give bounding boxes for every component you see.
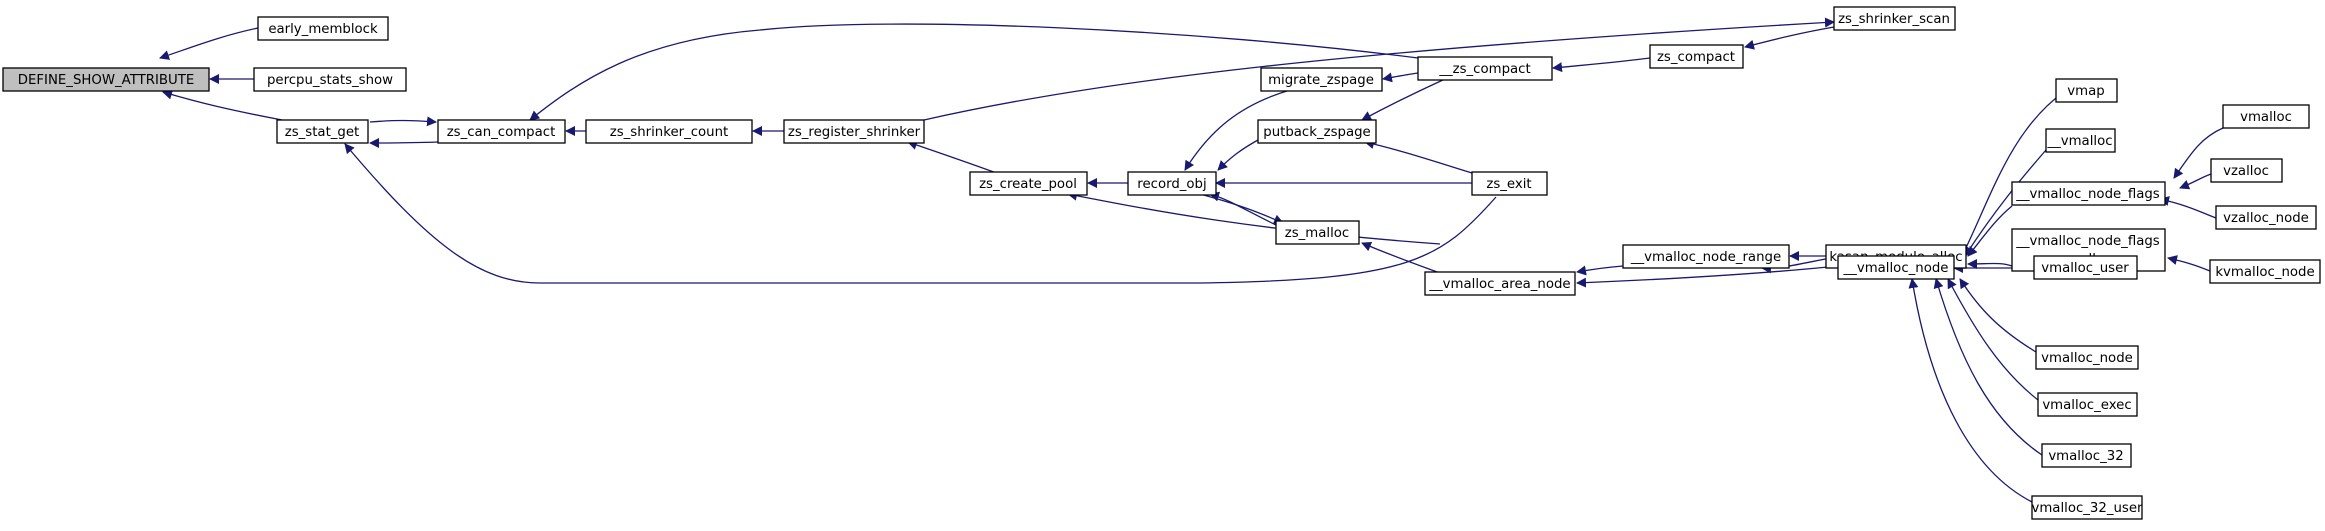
- svg-text:zs_compact: zs_compact: [1657, 50, 1735, 65]
- edge-vmalloc-to-vmalloc-node-flags: [2173, 127, 2224, 179]
- edge-kvmalloc-node-to-vmalloc-node-flags-caller: [2167, 255, 2211, 272]
- edge-vmalloc-area-node-to-zs-malloc: [1361, 241, 1441, 274]
- svg-text:putback_zspage: putback_zspage: [1263, 125, 1370, 140]
- edge-zs-create-pool-to-vmalloc-area-node: [1067, 190, 1441, 245]
- edge-vmalloc-32-user-to-vmalloc-node: [1908, 278, 2033, 503]
- edge-vzalloc-to-vmalloc-node-flags: [2179, 173, 2212, 190]
- svg-text:__vmalloc_area_node: __vmalloc_area_node: [1428, 277, 1570, 292]
- edge-vmalloc-node-to-vmalloc-area-node: [1576, 265, 1839, 288]
- svg-text:record_obj: record_obj: [1137, 177, 1206, 192]
- node-define-show-attribute[interactable]: DEFINE_SHOW_ATTRIBUTE: [2, 67, 210, 92]
- node-zs-compact[interactable]: zs_compact: [1649, 44, 1744, 69]
- svg-text:early_memblock: early_memblock: [268, 22, 378, 37]
- node-vzalloc-node[interactable]: vzalloc_node: [2215, 205, 2317, 230]
- edge-vmalloc-node-short-to-vmalloc-node: [1959, 278, 2037, 353]
- node-vmalloc[interactable]: vmalloc: [2222, 104, 2310, 129]
- node-vzalloc[interactable]: vzalloc: [2210, 158, 2283, 183]
- svg-text:percpu_stats_show: percpu_stats_show: [267, 73, 393, 88]
- svg-text:vmalloc_user: vmalloc_user: [2041, 261, 2129, 276]
- svg-text:vmalloc: vmalloc: [2240, 110, 2292, 125]
- node-migrate-zspage[interactable]: migrate_zspage: [1260, 67, 1383, 92]
- edge-vmalloc-32-to-vmalloc-node: [1933, 278, 2043, 456]
- node-vmalloc-32-user[interactable]: vmalloc_32_user: [2031, 495, 2143, 520]
- svg-text:__vmalloc: __vmalloc: [2046, 134, 2112, 149]
- node-vmalloc-node[interactable]: __vmalloc_node: [1837, 255, 1955, 280]
- node-vmap[interactable]: vmap: [2055, 78, 2118, 103]
- edge-vmalloc-node-flags-to-vmalloc-node: [1967, 205, 2013, 257]
- node-zs-compact-internal[interactable]: __zs_compact: [1417, 56, 1553, 81]
- node-record-obj[interactable]: record_obj: [1127, 171, 1217, 196]
- edge-vmalloc-node-range-to-vmalloc-area-node: [1576, 265, 1624, 276]
- node-zs-can-compact[interactable]: zs_can_compact: [437, 119, 566, 144]
- svg-text:migrate_zspage: migrate_zspage: [1268, 73, 1374, 88]
- edge-zs-stat-get-to-zs-can-compact: [369, 116, 437, 127]
- edge-zs-shrinker-scan-to-zs-compact-short: [1744, 26, 1835, 50]
- node-putback-zspage[interactable]: putback_zspage: [1257, 119, 1377, 144]
- svg-text:zs_malloc: zs_malloc: [1285, 226, 1350, 241]
- svg-text:zs_register_shrinker: zs_register_shrinker: [788, 125, 921, 140]
- svg-text:vmalloc_exec: vmalloc_exec: [2042, 398, 2131, 413]
- svg-text:vmalloc_node: vmalloc_node: [2041, 351, 2133, 366]
- svg-text:__vmalloc_node_range: __vmalloc_node_range: [1630, 250, 1781, 265]
- svg-text:kvmalloc_node: kvmalloc_node: [2215, 265, 2314, 280]
- node-zs-stat-get[interactable]: zs_stat_get: [276, 119, 369, 144]
- node-vmalloc-32[interactable]: vmalloc_32: [2041, 443, 2132, 468]
- edge-migrate-zspage-to-record-obj: [1184, 89, 1291, 171]
- node-kvmalloc-node[interactable]: kvmalloc_node: [2209, 259, 2321, 284]
- svg-text:vmalloc_32: vmalloc_32: [2048, 449, 2123, 464]
- svg-text:__vmalloc_node_flags: __vmalloc_node_flags: [2015, 187, 2160, 202]
- edge-zs-compact-short-to-zs-compact: [1552, 57, 1651, 73]
- edge-zs-compact-to-zs-can-compact: [529, 23, 1419, 121]
- node-vmalloc-node-flags[interactable]: __vmalloc_node_flags: [2011, 181, 2166, 206]
- node-zs-shrinker-scan[interactable]: zs_shrinker_scan: [1833, 6, 1956, 31]
- edge-zs-can-compact-to-zs-stat-get: [369, 137, 439, 148]
- svg-text:vmap: vmap: [2067, 84, 2104, 99]
- svg-text:vzalloc_node: vzalloc_node: [2223, 211, 2309, 226]
- edge-zs-exit-to-zs-stat-get: [344, 143, 1497, 284]
- svg-text:zs_create_pool: zs_create_pool: [979, 177, 1077, 192]
- svg-text:zs_can_compact: zs_can_compact: [447, 125, 556, 140]
- edge-vzalloc-node-to-vmalloc-node-flags: [2159, 196, 2217, 219]
- svg-text:DEFINE_SHOW_ATTRIBUTE: DEFINE_SHOW_ATTRIBUTE: [18, 73, 195, 88]
- edge-vmalloc-short-to-vmalloc-node: [1964, 149, 2047, 257]
- node-zs-malloc[interactable]: zs_malloc: [1275, 220, 1360, 245]
- node-zs-create-pool[interactable]: zs_create_pool: [969, 171, 1088, 196]
- edge-vmalloc-exec-to-vmalloc-node: [1947, 278, 2039, 401]
- node-vmalloc-internal[interactable]: __vmalloc: [2045, 128, 2116, 153]
- svg-text:zs_shrinker_scan: zs_shrinker_scan: [1838, 12, 1950, 27]
- svg-text:__vmalloc_node: __vmalloc_node: [1843, 261, 1949, 276]
- edge-zs-register-shrinker-to-zs-shrinker-scan: [923, 17, 1835, 121]
- edge-vmalloc-node-flags-caller-to-vmalloc-node: [1967, 258, 2013, 269]
- node-zs-exit[interactable]: zs_exit: [1471, 171, 1548, 196]
- edge-early-memblock-to-define: [159, 27, 259, 60]
- node-vmalloc-user[interactable]: vmalloc_user: [2033, 255, 2138, 280]
- edge-putback-zspage-to-record-obj: [1217, 139, 1259, 171]
- node-vmalloc-node-short[interactable]: vmalloc_node: [2035, 345, 2139, 370]
- svg-text:__vmalloc_node_flags: __vmalloc_node_flags: [2015, 234, 2160, 249]
- svg-text:vzalloc: vzalloc: [2223, 164, 2269, 179]
- svg-text:zs_shrinker_count: zs_shrinker_count: [610, 125, 729, 140]
- node-percpu-stats-show[interactable]: percpu_stats_show: [253, 67, 407, 92]
- node-vmalloc-node-range[interactable]: __vmalloc_node_range: [1622, 244, 1790, 269]
- edge-zs-exit-to-putback-zspage: [1364, 139, 1473, 174]
- node-zs-register-shrinker[interactable]: zs_register_shrinker: [783, 119, 925, 144]
- node-early-memblock[interactable]: early_memblock: [257, 16, 389, 41]
- svg-text:zs_exit: zs_exit: [1486, 177, 1531, 192]
- edge-zs-compact-to-migrate-zspage: [1382, 72, 1419, 83]
- edge-record-obj-to-zs-malloc: [1199, 193, 1284, 224]
- node-vmalloc-area-node[interactable]: __vmalloc_area_node: [1424, 271, 1576, 296]
- edge-zs-compact-to-putback-zspage: [1361, 78, 1446, 121]
- svg-text:vmalloc_32_user: vmalloc_32_user: [2031, 501, 2143, 516]
- node-vmalloc-exec[interactable]: vmalloc_exec: [2037, 392, 2138, 417]
- edge-vmap-to-vmalloc-node: [1961, 91, 2065, 257]
- edge-zs-stat-get-to-define: [162, 89, 283, 121]
- svg-text:zs_stat_get: zs_stat_get: [285, 125, 360, 140]
- svg-text:__zs_compact: __zs_compact: [1438, 62, 1530, 77]
- node-zs-shrinker-count[interactable]: zs_shrinker_count: [585, 119, 753, 144]
